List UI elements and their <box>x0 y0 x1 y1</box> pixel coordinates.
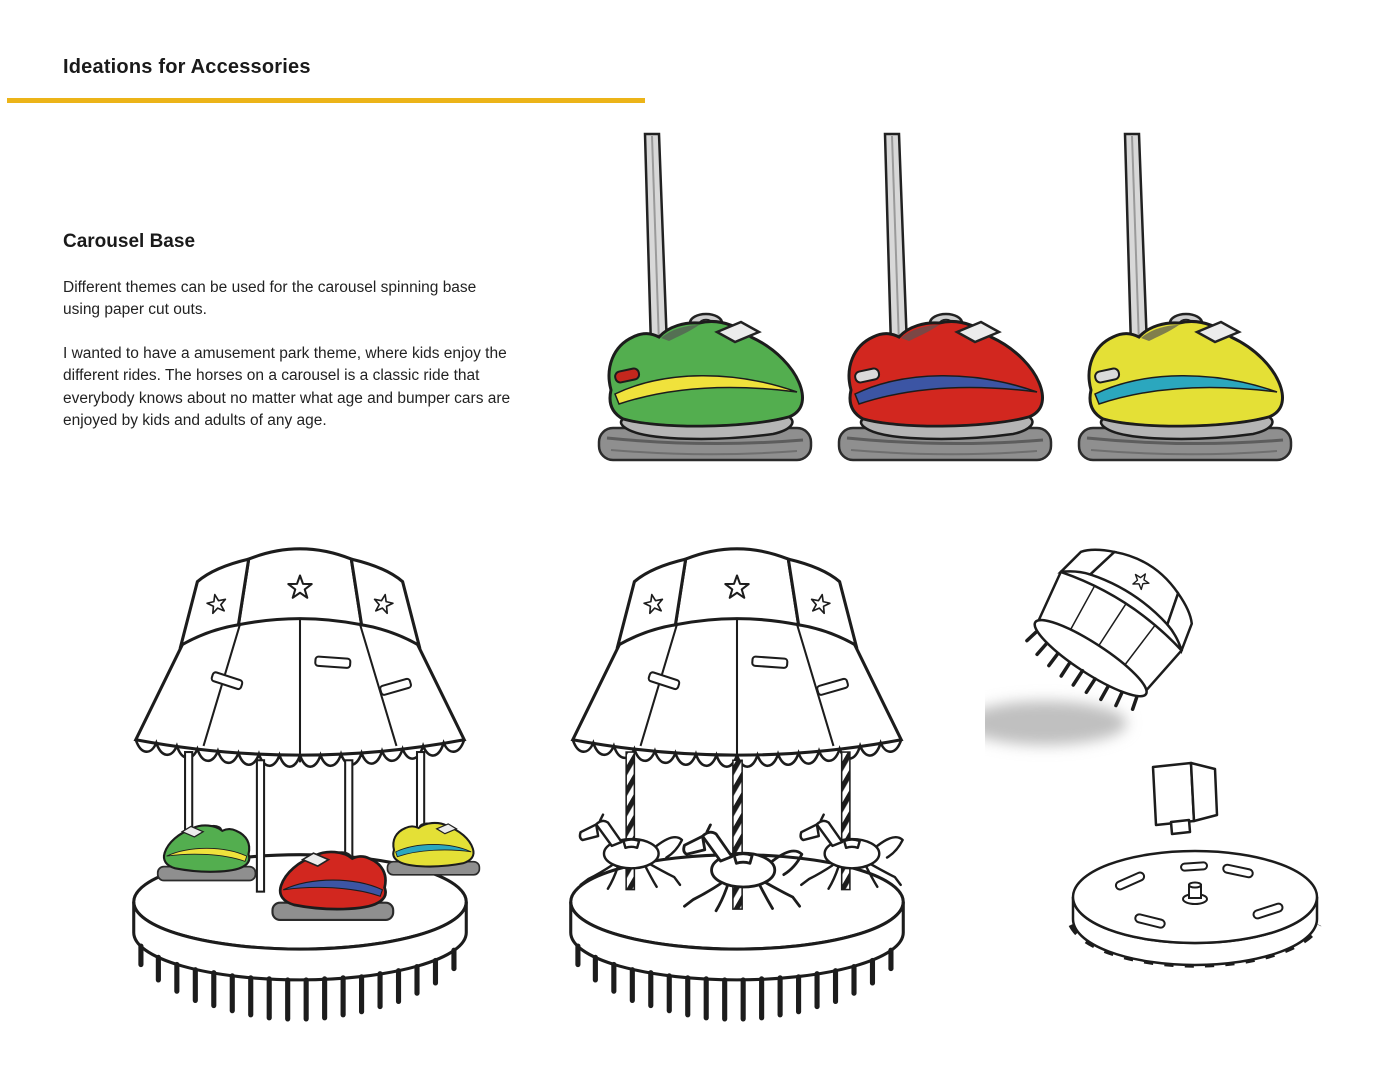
bumper-car-sketch-green <box>597 132 813 462</box>
square-pole-end <box>1151 761 1219 836</box>
carousel-bumper-cars-sketch <box>105 522 481 1056</box>
gear-base-disc <box>1068 849 1322 968</box>
carousel-horses-sketch <box>542 522 932 1056</box>
green-bumper-car <box>597 132 813 462</box>
mounting-slots <box>1114 861 1284 929</box>
bumper-car-sketch-red <box>837 132 1053 462</box>
body-paragraph-2: I wanted to have a amusement park theme,… <box>63 345 511 430</box>
bumper-car-sketch-yellow <box>1077 132 1293 462</box>
yellow-bumper-car <box>1077 132 1293 462</box>
support-poles <box>184 751 426 893</box>
mini-yellow-bumper-car <box>386 821 481 876</box>
section-heading-carousel-base: Carousel Base <box>63 231 196 252</box>
page-title: Ideations for Accessories <box>63 56 311 78</box>
center-hub <box>1182 881 1208 905</box>
exploded-parts-sketch <box>985 548 1322 968</box>
drop-shadow <box>985 701 1127 745</box>
body-paragraph-1: Different themes can be used for the car… <box>63 279 477 319</box>
red-bumper-car <box>837 132 1053 462</box>
accent-rule <box>7 98 645 103</box>
tilted-canopy-piece <box>1025 548 1194 711</box>
striped-poles <box>625 751 851 910</box>
mini-green-bumper-car <box>156 824 257 882</box>
